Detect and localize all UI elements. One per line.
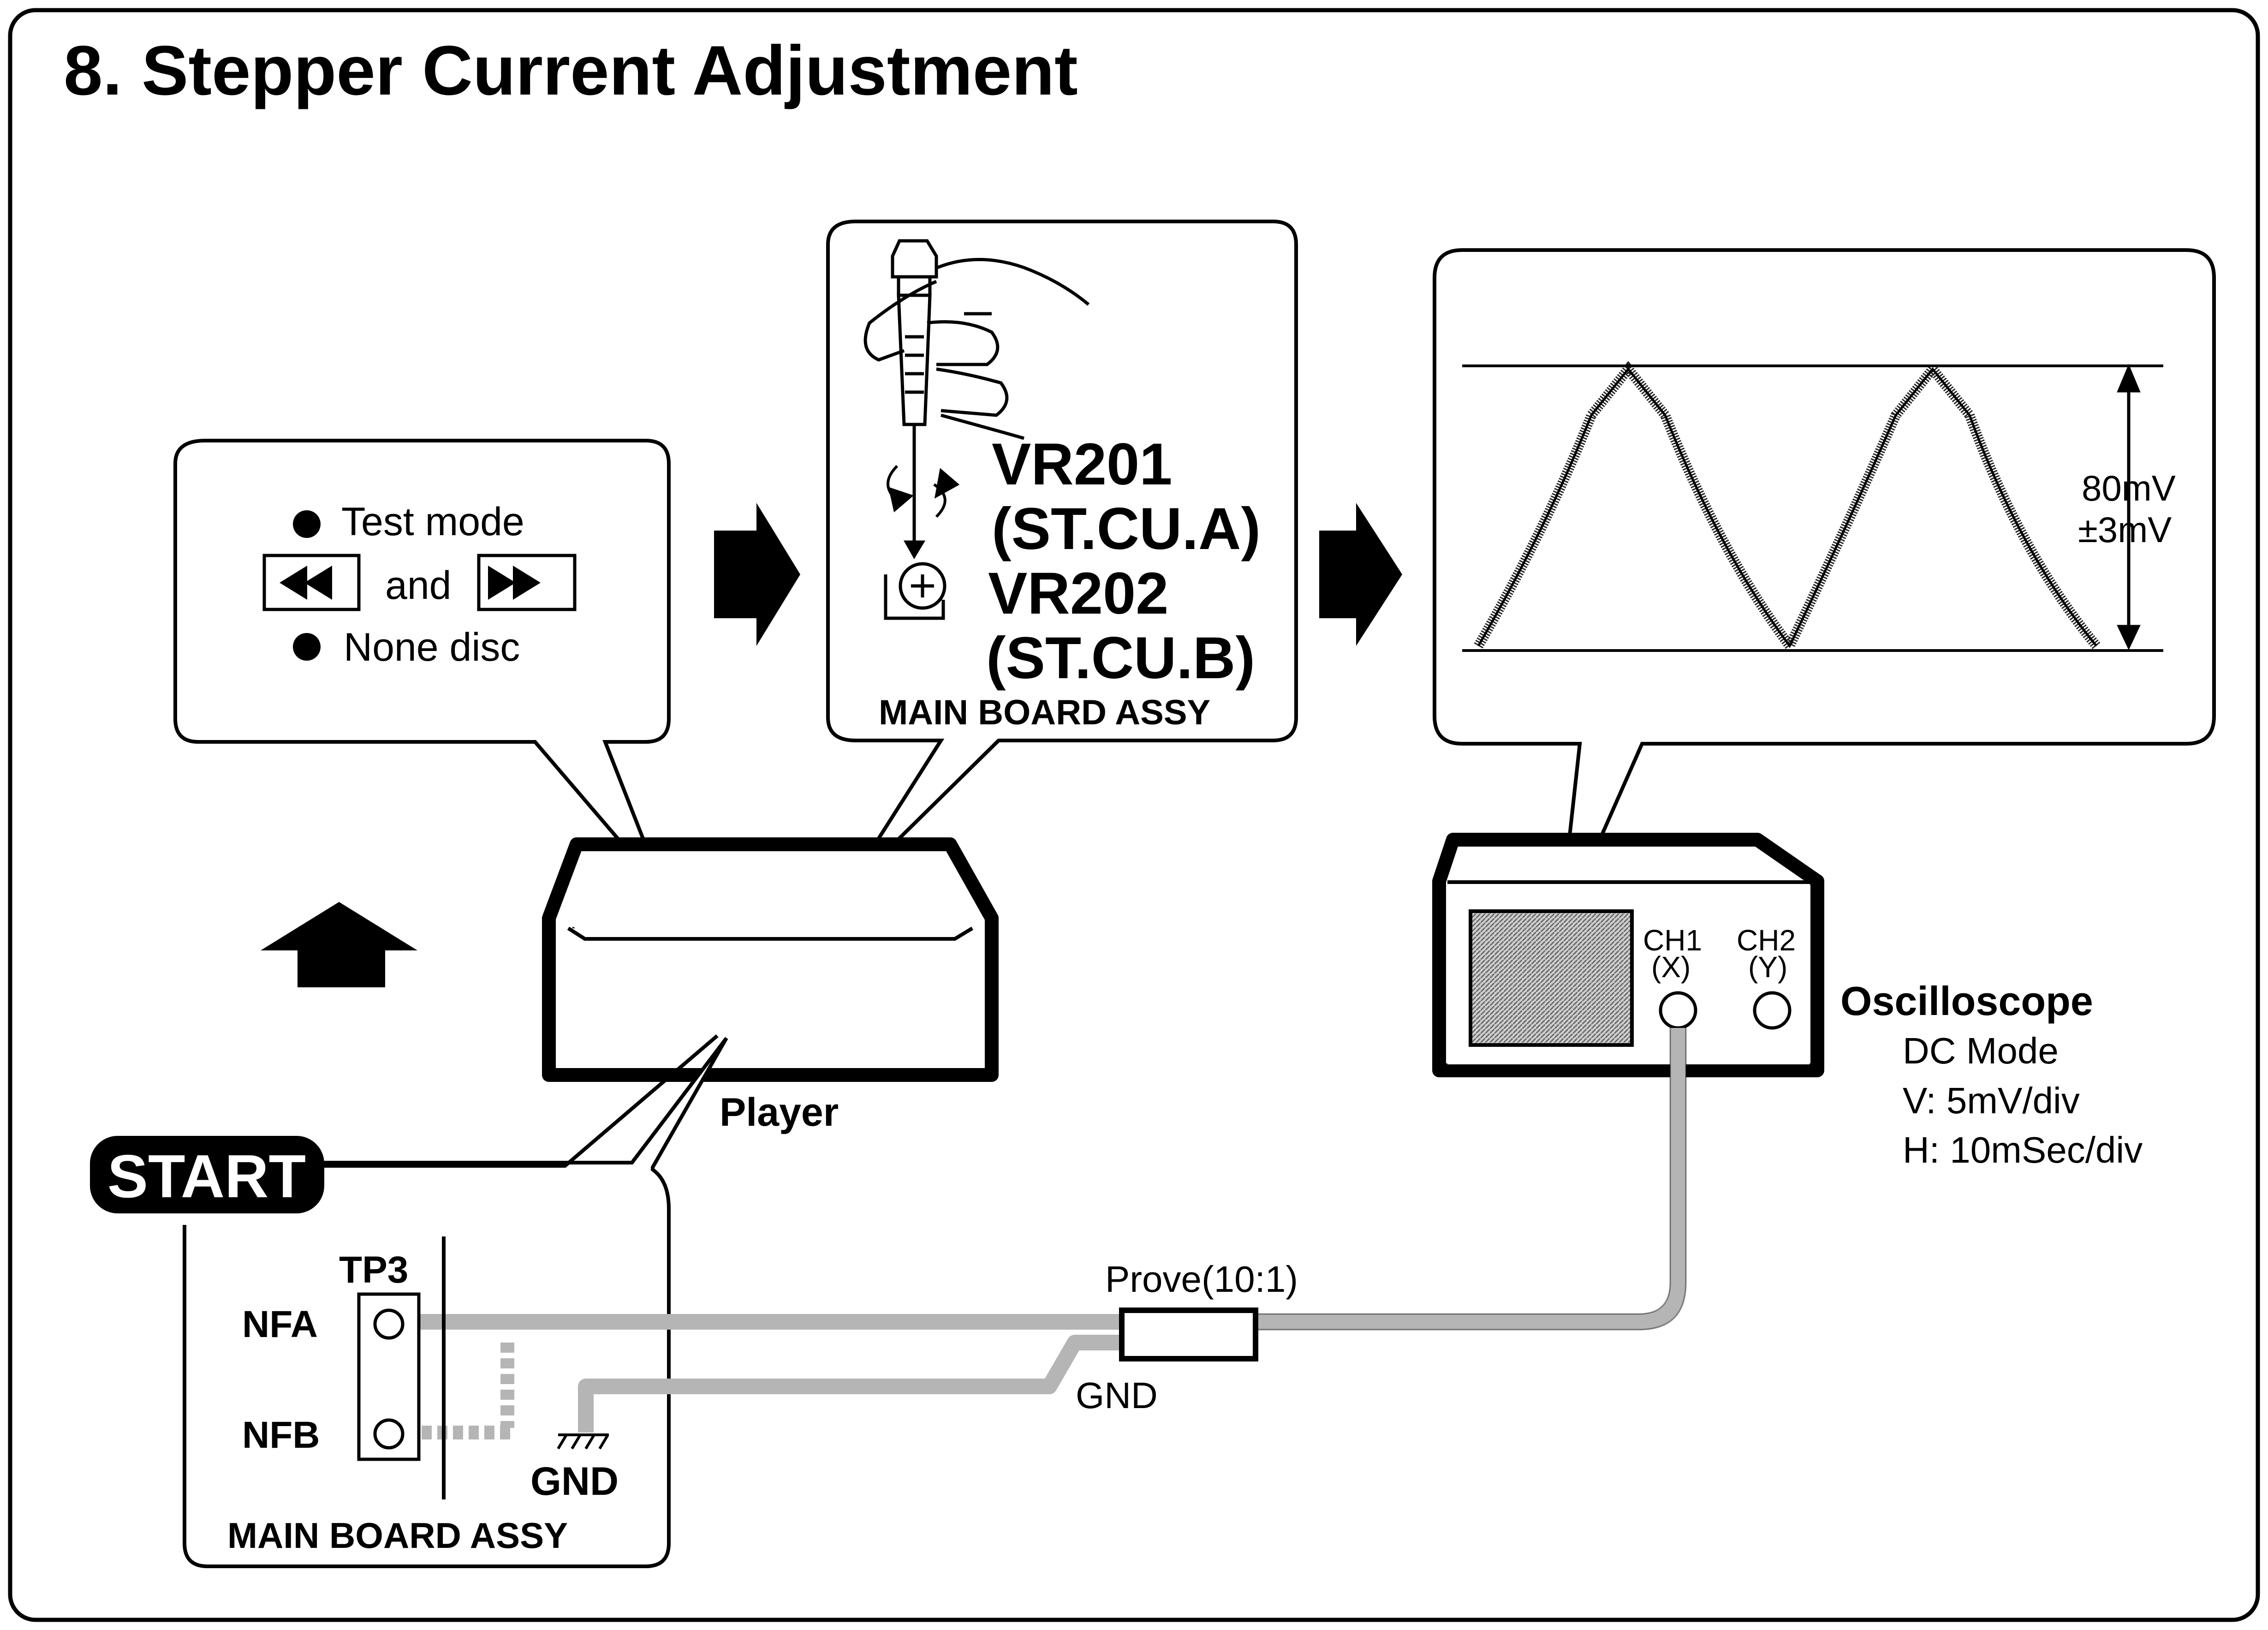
right-arrow-icon (1319, 503, 1402, 646)
ground-icon (557, 1433, 609, 1450)
main-board-label-top: MAIN BOARD ASSY (879, 693, 1210, 732)
potentiometer-icon (884, 562, 946, 620)
rotate-arrows-icon (887, 465, 960, 518)
probe-label: Prove(10:1) (1105, 1259, 1298, 1300)
fast-forward-icon (488, 566, 541, 600)
up-arrow-icon (261, 902, 417, 987)
test-mode-callout: Test mode and None disc (173, 439, 671, 894)
test-mode-text: Test mode (341, 500, 524, 544)
nfa-pin (373, 1308, 405, 1340)
tp3-label: TP3 (339, 1249, 408, 1291)
right-arrow-icon (714, 503, 800, 646)
amplitude-text: 80mV (2082, 468, 2176, 508)
start-label: START (107, 1142, 306, 1210)
probe-cable (406, 1028, 1686, 1439)
oscilloscope-mode: DC Mode (1903, 1030, 2059, 1071)
tolerance-text: ±3mV (2078, 509, 2172, 550)
board-gnd-label: GND (530, 1459, 619, 1504)
page-title: 8. Stepper Current Adjustment (64, 31, 1078, 110)
probe-cable-outline (1255, 1028, 1687, 1331)
bullet-icon (293, 510, 321, 538)
screwdriver-hand-icon (863, 239, 1090, 559)
ch2-label: CH2 (1737, 924, 1796, 957)
and-text: and (385, 563, 452, 608)
oscilloscope-device (1432, 833, 1824, 1077)
rewind-icon (280, 566, 332, 600)
nfb-label: NFB (242, 1414, 320, 1456)
player-device (542, 837, 999, 1082)
ch1-jack (1659, 991, 1697, 1030)
bullet-icon (293, 633, 321, 661)
nfa-label: NFA (242, 1303, 318, 1345)
amplitude-arrow-icon (2117, 364, 2141, 651)
vr201-name: VR201 (992, 431, 1172, 497)
start-leader-line (323, 1034, 719, 1168)
vr202-name: VR202 (988, 561, 1168, 627)
ch2-axis-label: (Y) (1748, 950, 1787, 984)
vr-adjust-callout: VR201 (ST.CU.A) VR202 (ST.CU.B) MAIN BOA… (826, 220, 1298, 894)
oscilloscope-screen (1469, 909, 1634, 1047)
vr201-label: (ST.CU.A) (992, 496, 1261, 562)
waveform-trace (1474, 361, 2101, 656)
oscilloscope-title: Oscilloscope (1840, 978, 2093, 1024)
main-board-label-bottom: MAIN BOARD ASSY (227, 1515, 568, 1556)
main-board-callout (183, 1037, 728, 1568)
none-disc-text: None disc (344, 625, 520, 669)
page-frame (8, 8, 2260, 1622)
waveform-callout: 80mV ±3mV (1433, 248, 2216, 933)
probe-body (1119, 1308, 1258, 1361)
oscilloscope-v-scale: V: 5mV/div (1903, 1080, 2080, 1121)
vr202-label: (ST.CU.B) (986, 625, 1255, 691)
nfb-pin (373, 1418, 405, 1450)
player-label: Player (720, 1090, 839, 1134)
probe-gnd-label: GND (1076, 1375, 1158, 1416)
ch2-jack (1753, 991, 1792, 1030)
ch1-label: CH1 (1643, 924, 1702, 957)
start-badge (90, 1136, 324, 1213)
oscilloscope-h-scale: H: 10mSec/div (1903, 1129, 2143, 1170)
ch1-axis-label: (X) (1651, 950, 1691, 984)
